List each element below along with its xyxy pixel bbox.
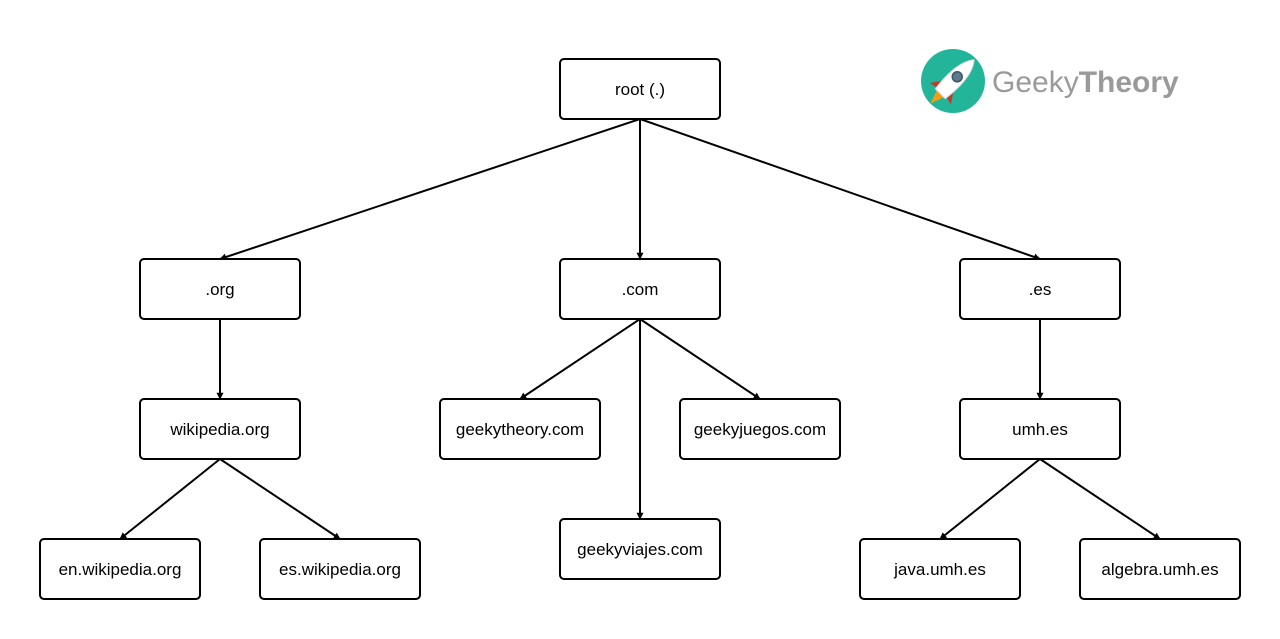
node-org: .org — [139, 258, 301, 320]
rocket-icon — [929, 59, 975, 105]
node-geekyjuegos: geekyjuegos.com — [679, 398, 841, 460]
node-label: geekyjuegos.com — [694, 420, 826, 439]
node-label: es.wikipedia.org — [279, 560, 401, 579]
edge-umh-to-algebra-umh — [1039, 458, 1161, 540]
node-label: root (.) — [615, 80, 665, 99]
node-box — [1079, 538, 1241, 600]
node-label: .es — [1029, 280, 1052, 299]
node-label: java.umh.es — [893, 560, 986, 579]
edge-root-to-org — [219, 118, 641, 261]
edge-wikipedia-to-es-wikipedia — [219, 458, 341, 540]
node-box — [559, 518, 721, 580]
logo-text-bold: Theory — [1079, 66, 1179, 99]
node-wikipedia: wikipedia.org — [139, 398, 301, 460]
svg-text:GeekyTheory: GeekyTheory — [992, 66, 1179, 99]
edges-layer — [119, 118, 1161, 540]
node-java-umh: java.umh.es — [859, 538, 1021, 600]
node-label: algebra.umh.es — [1101, 560, 1218, 579]
node-box — [139, 258, 301, 320]
node-box — [859, 538, 1021, 600]
node-box — [559, 258, 721, 320]
edge-root-to-es — [639, 118, 1041, 261]
node-geekytheory: geekytheory.com — [439, 398, 601, 460]
node-es-wikipedia: es.wikipedia.org — [259, 538, 421, 600]
node-es: .es — [959, 258, 1121, 320]
node-box — [259, 538, 421, 600]
node-label: geekyviajes.com — [577, 540, 703, 559]
node-label: .com — [622, 280, 659, 299]
node-label: wikipedia.org — [169, 420, 269, 439]
node-label: umh.es — [1012, 420, 1068, 439]
node-en-wikipedia: en.wikipedia.org — [39, 538, 201, 600]
edge-umh-to-java-umh — [939, 458, 1041, 540]
node-label: .org — [205, 280, 234, 299]
edge-com-to-geekyjuegos — [639, 318, 761, 400]
edge-wikipedia-to-en-wikipedia — [119, 458, 221, 540]
node-box — [959, 258, 1121, 320]
node-com: .com — [559, 258, 721, 320]
node-box — [139, 398, 301, 460]
edge-com-to-geekytheory — [519, 318, 641, 400]
node-box — [679, 398, 841, 460]
geekytheory-logo: GeekyTheory — [921, 49, 1179, 113]
node-root: root (.) — [559, 58, 721, 120]
node-label: geekytheory.com — [456, 420, 584, 439]
node-umh: umh.es — [959, 398, 1121, 460]
node-geekyviajes: geekyviajes.com — [559, 518, 721, 580]
node-box — [439, 398, 601, 460]
node-box — [559, 58, 721, 120]
node-algebra-umh: algebra.umh.es — [1079, 538, 1241, 600]
logo-text-light: Geeky — [992, 66, 1079, 99]
nodes-layer: root (.) .org .com .es wikipedia.org geekythe… — [39, 58, 1241, 600]
node-label: en.wikipedia.org — [59, 560, 182, 579]
node-box — [39, 538, 201, 600]
node-box — [959, 398, 1121, 460]
